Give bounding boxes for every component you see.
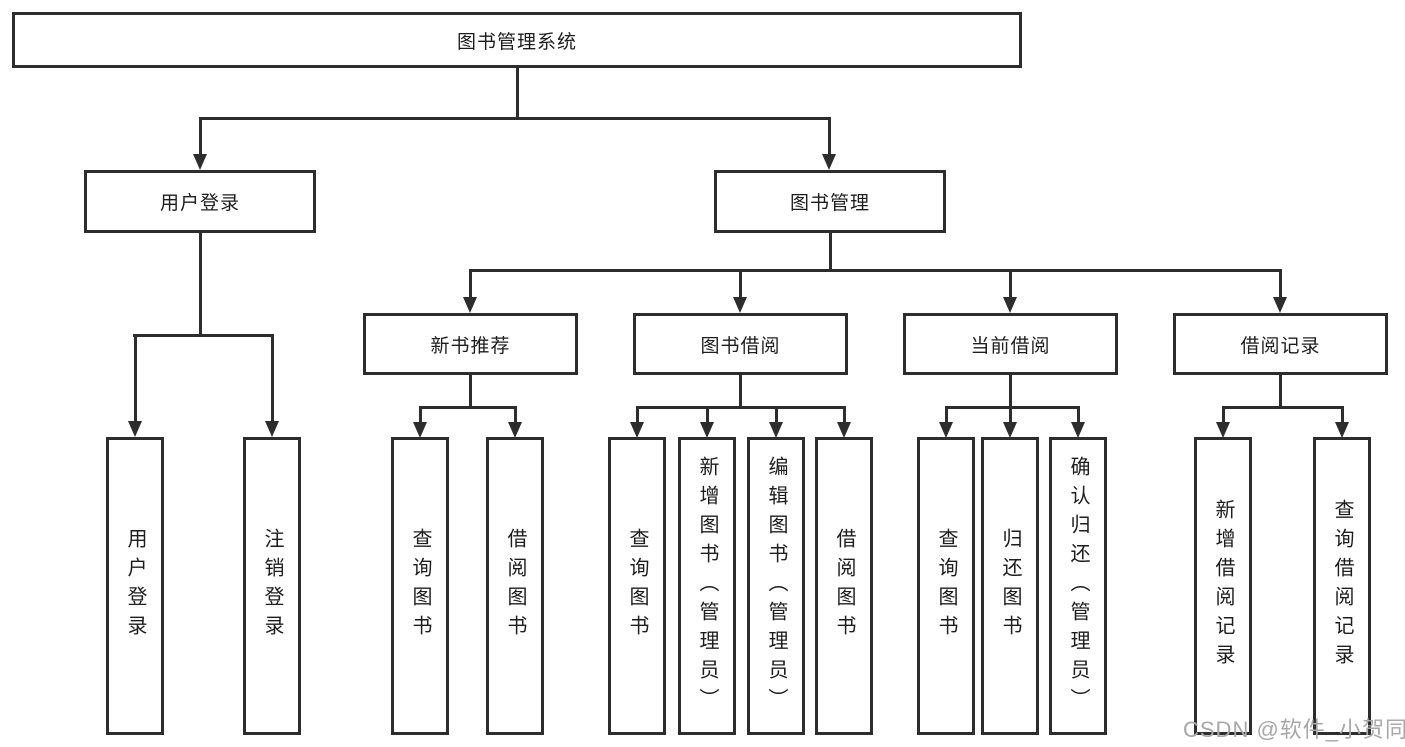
arrow-down-icon [837, 422, 851, 438]
connector-line [1009, 407, 1012, 422]
arrow-down-icon [1071, 422, 1085, 438]
leaf-edit-book-admin-label: 编辑图书（管理员） [765, 455, 787, 717]
arrow-down-icon [1273, 297, 1287, 313]
connector-line [828, 118, 831, 156]
connector-line [843, 407, 846, 422]
connector-line [1222, 406, 1344, 409]
connector-line [1279, 270, 1282, 297]
arrow-down-icon [1003, 297, 1017, 313]
leaf-confirm-return-admin-label: 确认归还（管理员） [1067, 455, 1089, 717]
arrow-down-icon [265, 421, 279, 437]
connector-line [829, 233, 832, 270]
leaf-user-login: 用户登录 [106, 437, 164, 735]
csdn-watermark: CSDN @软件_小贺同学 [1183, 717, 1405, 742]
node-new-book-recommend: 新书推荐 [363, 313, 578, 375]
arrow-down-icon [193, 154, 207, 170]
leaf-query-borrow-record: 查询借阅记录 [1313, 437, 1371, 735]
leaf-recommend-borrow-book-label: 借阅图书 [504, 528, 526, 644]
leaf-add-borrow-record: 新增借阅记录 [1194, 437, 1252, 735]
node-current-borrow-label: 当前借阅 [970, 335, 1051, 357]
leaf-borrow-query-book: 查询图书 [608, 437, 666, 735]
leaf-add-borrow-record-label: 新增借阅记录 [1212, 499, 1234, 673]
connector-line [945, 406, 1080, 409]
connector-line [199, 118, 202, 156]
connector-line [1077, 407, 1080, 422]
node-book-management-label: 图书管理 [789, 193, 870, 214]
node-root: 图书管理系统 [12, 12, 1022, 68]
arrow-down-icon [463, 297, 477, 313]
connector-line [739, 375, 742, 407]
leaf-query-borrow-record-label: 查询借阅记录 [1331, 499, 1353, 673]
leaf-recommend-query-book: 查询图书 [391, 437, 449, 735]
connector-line [199, 233, 202, 335]
node-borrow-records-label: 借阅记录 [1240, 335, 1321, 357]
arrow-down-icon [413, 422, 427, 438]
node-book-borrow-label: 图书借阅 [700, 335, 781, 357]
connector-line [1009, 375, 1012, 407]
leaf-logout-label: 注销登录 [261, 528, 283, 644]
arrow-down-icon [508, 422, 522, 438]
leaf-recommend-query-book-label: 查询图书 [409, 528, 431, 644]
connector-line [469, 269, 1282, 272]
arrow-down-icon [700, 422, 714, 438]
leaf-borrow-book: 借阅图书 [815, 437, 873, 735]
connector-line [706, 407, 709, 422]
leaf-add-book-admin: 新增图书（管理员） [678, 437, 736, 735]
leaf-borrow-query-book-label: 查询图书 [626, 528, 648, 644]
connector-line [134, 335, 137, 421]
leaf-current-query-book-label: 查询图书 [935, 528, 957, 644]
connector-line [945, 407, 948, 422]
arrow-down-icon [1335, 422, 1349, 438]
connector-line [199, 117, 831, 120]
leaf-current-query-book: 查询图书 [917, 437, 975, 735]
node-root-label: 图书管理系统 [456, 31, 577, 53]
node-current-borrow: 当前借阅 [903, 313, 1118, 375]
connector-line [1341, 407, 1344, 422]
leaf-return-book-label: 归还图书 [999, 528, 1021, 644]
node-book-borrow: 图书借阅 [633, 313, 848, 375]
connector-line [419, 407, 422, 422]
node-new-book-recommend-label: 新书推荐 [430, 335, 511, 357]
connector-line [516, 68, 519, 118]
connector-line [636, 406, 846, 409]
arrow-down-icon [128, 421, 142, 437]
leaf-confirm-return-admin: 确认归还（管理员） [1049, 437, 1107, 735]
leaf-return-book: 归还图书 [981, 437, 1039, 735]
leaf-borrow-book-label: 借阅图书 [833, 528, 855, 644]
arrow-down-icon [822, 154, 836, 170]
leaf-recommend-borrow-book: 借阅图书 [486, 437, 544, 735]
node-borrow-records: 借阅记录 [1173, 313, 1388, 375]
connector-line [1222, 407, 1225, 422]
connector-line [1009, 270, 1012, 297]
connector-line [1279, 375, 1282, 407]
connector-line [133, 334, 274, 337]
node-user-login-label: 用户登录 [159, 193, 240, 214]
arrow-down-icon [630, 422, 644, 438]
node-book-management: 图书管理 [714, 170, 946, 233]
connector-line [775, 407, 778, 422]
leaf-user-login-label: 用户登录 [124, 528, 146, 644]
arrow-down-icon [1216, 422, 1230, 438]
connector-line [739, 270, 742, 297]
arrow-down-icon [1003, 422, 1017, 438]
connector-line [419, 406, 517, 409]
connector-line [271, 335, 274, 421]
arrow-down-icon [939, 422, 953, 438]
connector-line [514, 407, 517, 422]
arrow-down-icon [733, 297, 747, 313]
leaf-logout: 注销登录 [243, 437, 301, 735]
connector-line [469, 270, 472, 297]
connector-line [636, 407, 639, 422]
arrow-down-icon [769, 422, 783, 438]
leaf-add-book-admin-label: 新增图书（管理员） [696, 455, 718, 717]
leaf-edit-book-admin: 编辑图书（管理员） [747, 437, 805, 735]
connector-line [469, 375, 472, 407]
node-user-login: 用户登录 [84, 170, 316, 233]
